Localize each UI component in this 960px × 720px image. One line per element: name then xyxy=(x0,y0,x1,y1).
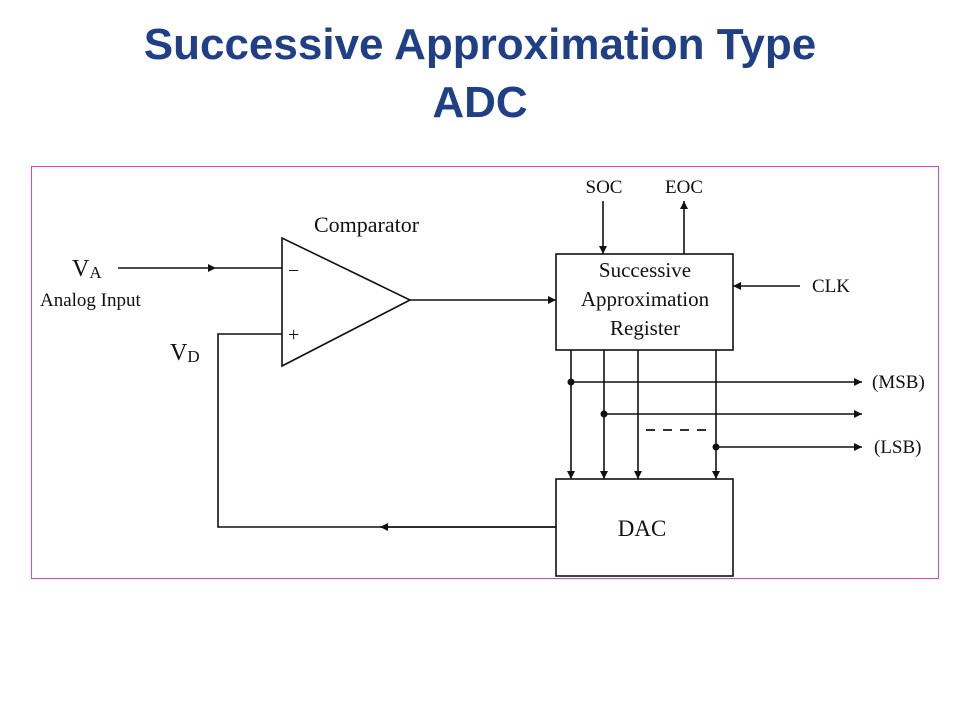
comparator-label: Comparator xyxy=(314,212,420,237)
dac-box xyxy=(555,478,734,577)
va-label: VA xyxy=(72,256,102,282)
vd-subscript: D xyxy=(187,347,199,366)
sar-label-line-2: Approximation xyxy=(581,287,710,311)
va-symbol: V xyxy=(72,256,90,282)
title-line-1: Successive Approximation Type xyxy=(143,20,817,69)
eoc-label: EOC xyxy=(665,177,703,198)
digital-outputs: (MSB) (LSB) xyxy=(567,372,925,458)
msb-label: (MSB) xyxy=(872,372,925,393)
dac-block: DAC xyxy=(555,478,734,577)
lsb-label: (LSB) xyxy=(874,437,922,458)
sar-box xyxy=(555,253,734,351)
comparator: − + Comparator xyxy=(281,212,420,368)
title-line-2: ADC xyxy=(432,78,528,127)
slide-title: Successive Approximation Type ADC xyxy=(0,16,960,132)
sar-label-line-1: Successive xyxy=(599,258,691,282)
analog-input: VA Analog Input xyxy=(40,256,282,311)
comparator-triangle xyxy=(281,236,412,368)
feedback-wire xyxy=(217,333,556,528)
soc-label: SOC xyxy=(586,177,623,198)
dac-feedback: VD xyxy=(170,333,556,531)
sar-label-line-3: Register xyxy=(610,316,680,340)
dac-label: DAC xyxy=(618,516,667,541)
va-subscript: A xyxy=(89,263,102,282)
clk-label: CLK xyxy=(812,276,850,297)
vd-label: VD xyxy=(170,340,200,366)
diagram-frame xyxy=(31,166,939,579)
vd-symbol: V xyxy=(170,340,188,366)
sar-block: Successive Approximation Register xyxy=(555,253,734,351)
comparator-minus-sign: − xyxy=(288,260,299,282)
analog-input-label: Analog Input xyxy=(40,290,142,311)
comparator-plus-sign: + xyxy=(288,324,299,346)
